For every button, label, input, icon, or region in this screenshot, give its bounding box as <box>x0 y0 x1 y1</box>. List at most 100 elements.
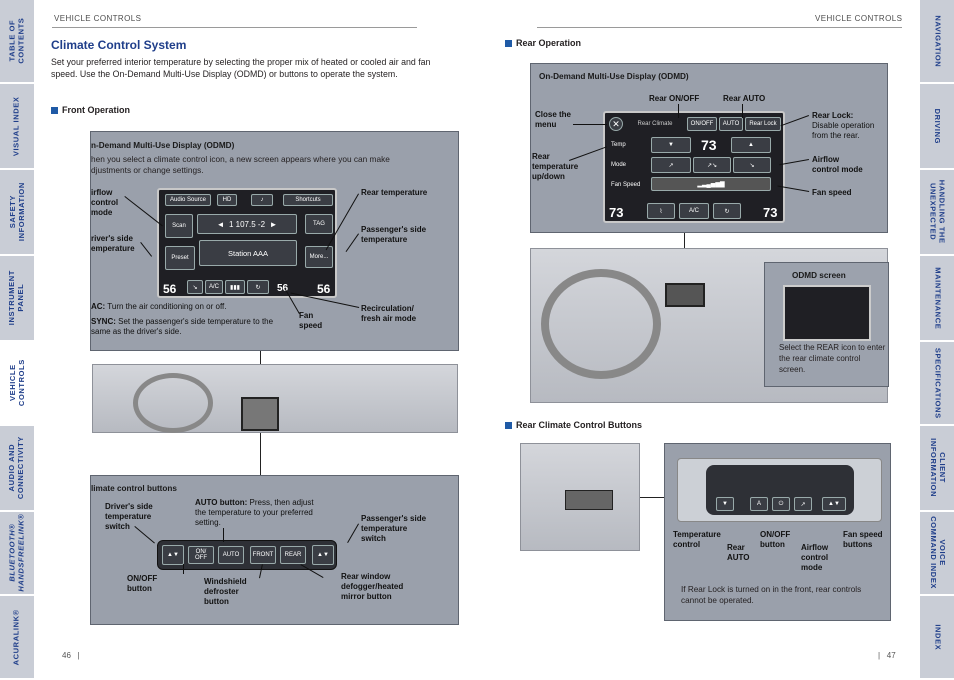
tag-button[interactable]: TAG <box>305 214 333 234</box>
rear-button-photo: ▼ A ⏻ ↗ ▲▼ <box>677 458 882 522</box>
label-rear-lock: Rear Lock: <box>812 111 854 120</box>
tab-voice-command-index[interactable]: VOICE COMMAND INDEX <box>920 512 954 596</box>
rear-airflow-physical-button[interactable]: ↗ <box>794 497 812 511</box>
temp-down-icon[interactable]: ▼ <box>651 137 691 153</box>
auto-button[interactable]: AUTO <box>218 546 244 564</box>
leader-line <box>347 523 359 544</box>
odmd-location-marker <box>665 283 705 307</box>
tab-audio-connectivity[interactable]: AUDIO AND CONNECTIVITY <box>0 426 34 512</box>
rear-odmd-panel: On-Demand Multi-Use Display (ODMD) Rear … <box>530 63 888 233</box>
passenger-temp-readout: 56 <box>317 282 331 296</box>
left-page-footer: 46 | <box>62 651 80 660</box>
tab-acuralink[interactable]: ACURALINK® <box>0 596 34 680</box>
connector-line <box>640 497 664 498</box>
rear-auto-physical-button[interactable]: A <box>750 497 768 511</box>
mode-label: Mode <box>611 162 627 168</box>
tab-safety-information[interactable]: SAFETY INFORMATION <box>0 170 34 256</box>
left-header-rule <box>52 27 417 28</box>
tab-client-information[interactable]: CLIENT INFORMATION <box>920 426 954 512</box>
ac-button[interactable]: A/C <box>205 280 223 294</box>
tune-right-icon[interactable]: ► <box>265 219 278 229</box>
onoff-button[interactable]: ON/ OFF <box>188 546 214 564</box>
rear-onoff-button[interactable]: ON/OFF <box>687 117 717 131</box>
label-onoff-button: ON/OFF button <box>127 574 158 593</box>
tab-visual-index[interactable]: VISUAL INDEX <box>0 84 34 170</box>
right-header-rule <box>537 27 902 28</box>
label-rear-fan: Fan speed buttons <box>843 530 883 549</box>
airflow-bilevel-icon[interactable]: ↗↘ <box>693 157 731 173</box>
rear-console-image <box>520 443 640 551</box>
label-rear-auto: Rear AUTO <box>727 543 750 562</box>
right-tab-column: NAVIGATION DRIVING HANDLING THE UNEXPECT… <box>920 0 954 680</box>
label-driver-switch: Driver's side temperature switch <box>105 502 153 531</box>
seat-heater-icon[interactable]: ⌇ <box>647 203 675 219</box>
tab-bluetooth-handsfreelink[interactable]: BLUETOOTH® HANDSFREELINK® <box>0 512 34 596</box>
rear-temp-right-readout: 73 <box>763 205 778 220</box>
label-rear-temp: Rear temperature up/down <box>532 152 579 181</box>
label-rear-temp: Rear temperature <box>361 188 428 197</box>
rear-temp-control-icon[interactable]: ▼ <box>716 497 734 511</box>
label-rear-onoff: Rear ON/OFF <box>649 94 700 103</box>
passenger-temp-switch[interactable]: ▲▼ <box>312 545 334 565</box>
fan-speed-icon[interactable]: ▮▮▮ <box>225 280 245 294</box>
music-icon[interactable]: ♪ <box>251 194 273 206</box>
rear-fan-physical-button[interactable]: ▲▼ <box>822 497 846 511</box>
odmd-screen-inset: ODMD screen Select the REAR icon to ente… <box>764 262 889 387</box>
right-page-footer: | 47 <box>878 651 896 660</box>
tab-index[interactable]: INDEX <box>920 596 954 680</box>
driver-temp-readout: 56 <box>163 282 177 296</box>
odmd-screen-thumbnail <box>783 285 871 341</box>
recirculation-icon[interactable]: ↻ <box>247 280 269 294</box>
steering-wheel-icon <box>541 269 661 379</box>
rear-lock-button[interactable]: Rear Lock <box>745 117 781 131</box>
tab-specifications[interactable]: SPECIFICATIONS <box>920 342 954 426</box>
channel-number: 1 <box>228 219 234 229</box>
driver-temp-switch[interactable]: ▲▼ <box>162 545 184 565</box>
tab-instrument-panel[interactable]: INSTRUMENT PANEL <box>0 256 34 342</box>
scan-button[interactable]: Scan <box>165 214 193 238</box>
frequency-display[interactable]: ◄ 1 107.5 -2 ► <box>197 214 297 234</box>
tab-navigation[interactable]: NAVIGATION <box>920 0 954 84</box>
rear-auto-button[interactable]: AUTO <box>719 117 743 131</box>
airflow-floor-icon[interactable]: ↘ <box>733 157 771 173</box>
hd-icon[interactable]: HD <box>217 194 237 206</box>
close-icon[interactable]: ✕ <box>609 117 623 131</box>
recirc-icon[interactable]: ↻ <box>713 203 741 219</box>
more-button[interactable]: More... <box>305 246 333 268</box>
airflow-icon[interactable]: ↘ <box>187 280 203 294</box>
tab-driving[interactable]: DRIVING <box>920 84 954 170</box>
rear-defogger-button[interactable]: REAR <box>280 546 306 564</box>
label-fan-speed: Fan speed <box>812 188 852 197</box>
fan-speed-bar[interactable]: ▂▃▄▅▆▇ <box>651 177 771 191</box>
rear-climate-title: Rear Climate <box>637 121 673 127</box>
shortcuts-button[interactable]: Shortcuts <box>283 194 333 206</box>
label-rear-auto: Rear AUTO <box>723 94 766 103</box>
ac-sync-icon[interactable]: A/C <box>679 203 709 219</box>
temp-label: Temp <box>611 142 626 148</box>
right-running-header: VEHICLE CONTROLS <box>815 14 903 23</box>
label-defroster: Windshield defroster button <box>204 577 247 606</box>
sync-description: SYNC: Set the passenger's side temperatu… <box>91 317 274 336</box>
station-display: Station AAA <box>199 240 297 266</box>
tune-left-icon[interactable]: ◄ <box>216 219 229 229</box>
label-airflow-mode: irflow control mode <box>91 188 119 217</box>
rear-onoff-physical-button[interactable]: ⏻ <box>772 497 790 511</box>
tab-maintenance[interactable]: MAINTENANCE <box>920 256 954 342</box>
tab-handling-unexpected[interactable]: HANDLING THE UNEXPECTED <box>920 170 954 256</box>
label-rear-temp-control: Temperature control <box>673 530 721 549</box>
leader-line <box>183 564 184 574</box>
tab-table-of-contents[interactable]: TABLE OF CONTENTS <box>0 0 34 84</box>
front-odmd-title: n-Demand Multi-Use Display (ODMD) <box>91 141 235 150</box>
front-odmd-screen: Audio Source HD ♪ Shortcuts Scan ◄ 1 107… <box>157 188 337 298</box>
rear-lock-note: If Rear Lock is turned on in the front, … <box>681 585 862 606</box>
audio-source-button[interactable]: Audio Source <box>165 194 211 206</box>
tab-vehicle-controls[interactable]: VEHICLE CONTROLS <box>0 342 34 426</box>
front-defroster-button[interactable]: FRONT <box>250 546 276 564</box>
preset-button[interactable]: Preset <box>165 246 195 270</box>
leader-line <box>742 104 743 118</box>
temp-up-icon[interactable]: ▲ <box>731 137 771 153</box>
left-tab-column: TABLE OF CONTENTS VISUAL INDEX SAFETY IN… <box>0 0 34 680</box>
airflow-face-icon[interactable]: ↗ <box>651 157 691 173</box>
label-driver-temp: river's side emperature <box>91 234 135 253</box>
auto-description: AUTO button: Press, then adjust the temp… <box>195 498 314 527</box>
